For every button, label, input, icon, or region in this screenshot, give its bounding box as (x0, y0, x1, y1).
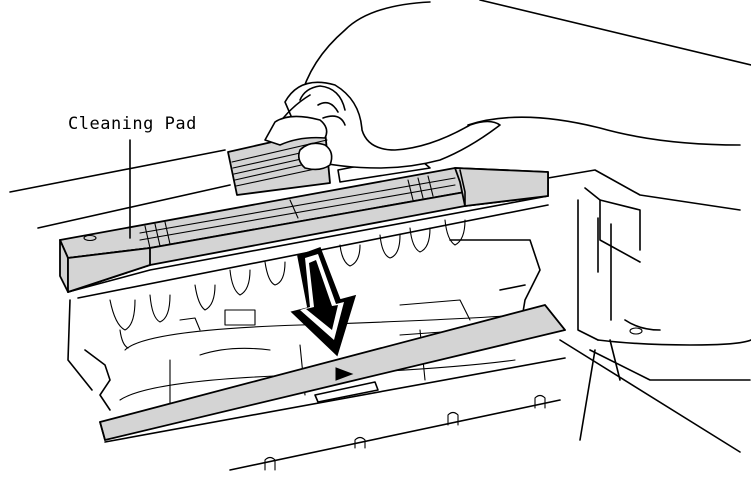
cleaning-pad-slot (99, 304, 566, 441)
cleaning-pad-bar (59, 154, 549, 299)
slot-marker-triangle-icon (335, 367, 354, 381)
hand-icon (227, 0, 751, 196)
cleaning-pad-label: Cleaning Pad (68, 114, 197, 134)
insert-direction-arrow-icon (290, 247, 357, 357)
